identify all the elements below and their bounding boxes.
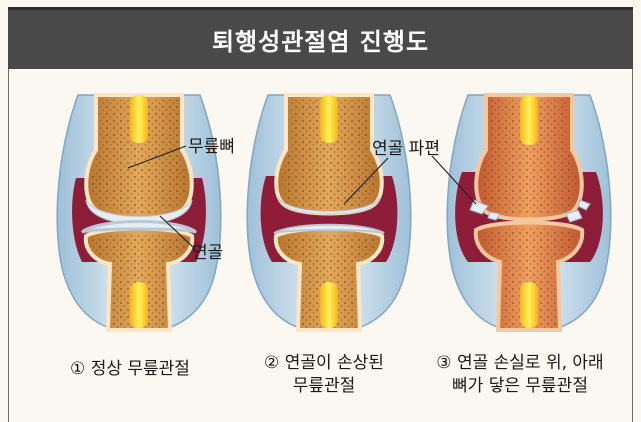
label-cartilage-fragments: 연골 파편 xyxy=(372,134,440,159)
joint-normal xyxy=(57,95,221,330)
stage-1-caption-line1: ① 정상 무릎관절 xyxy=(30,358,230,381)
joint-bone-contact xyxy=(447,95,611,330)
stage-3-caption-line2: 뼈가 닿은 무릎관절 xyxy=(410,375,630,398)
stage-2-caption-line1: ② 연골이 손상된 xyxy=(224,352,424,375)
lower-marrow xyxy=(520,282,538,328)
lower-marrow xyxy=(320,282,338,328)
stage-2-caption-line2: 무릎관절 xyxy=(224,375,424,398)
stage-2-caption: ② 연골이 손상된 무릎관절 xyxy=(224,352,424,398)
joint-damaged xyxy=(247,95,411,330)
stage-3-caption: ③ 연골 손실로 위, 아래 뼈가 닿은 무릎관절 xyxy=(410,352,630,398)
lower-marrow xyxy=(130,282,148,328)
stage-1-caption: ① 정상 무릎관절 xyxy=(30,358,230,381)
stage-3-caption-line1: ③ 연골 손실로 위, 아래 xyxy=(410,352,630,375)
label-cartilage: 연골 xyxy=(192,238,223,263)
upper-marrow xyxy=(130,95,148,143)
label-bone: 무릎뼈 xyxy=(188,132,235,157)
upper-marrow xyxy=(520,95,538,145)
upper-marrow xyxy=(320,95,338,143)
